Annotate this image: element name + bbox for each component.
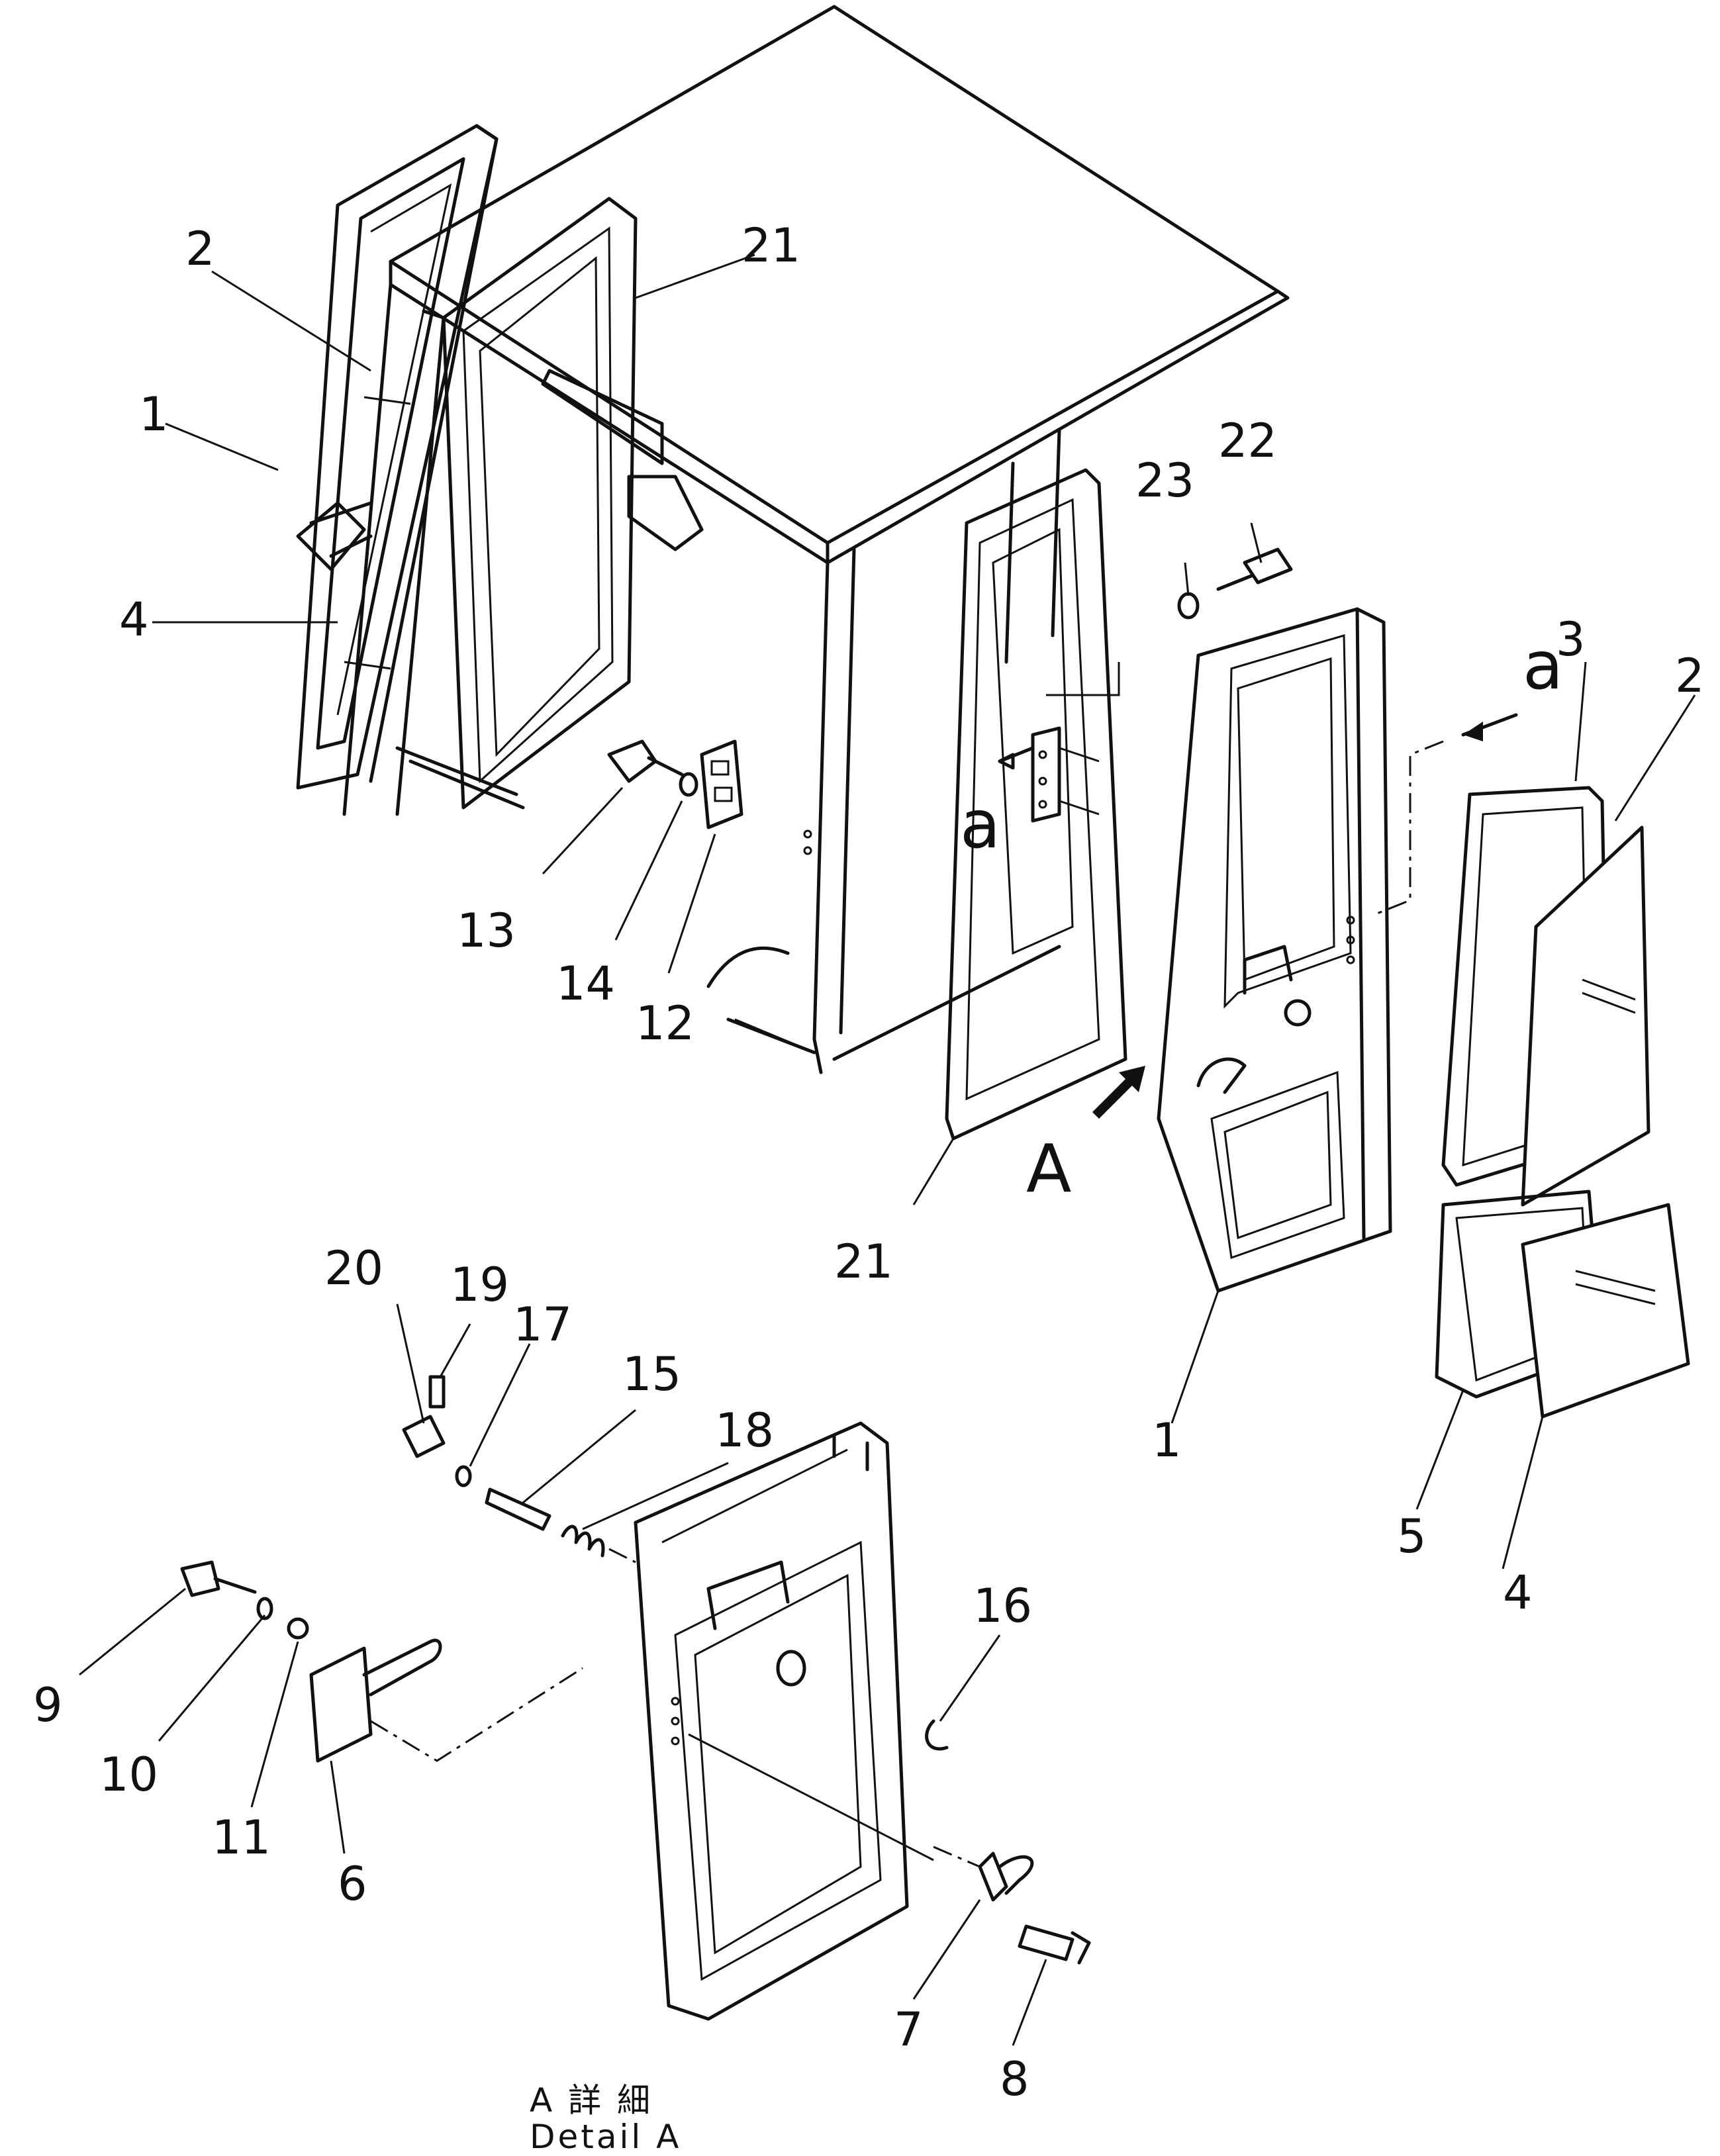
label-20: 20 [324,1241,383,1295]
label-A: A [1026,1130,1071,1207]
detail-a-door [634,1421,909,2021]
label-8: 8 [1000,2052,1029,2106]
hinge [998,662,1120,823]
label-14: 14 [556,957,615,1011]
label-13: 13 [457,904,516,958]
washer-23 [1177,592,1200,620]
label-1-left: 1 [139,387,169,442]
label-23: 23 [1135,453,1194,508]
leader-lines [79,254,1696,2046]
label-19: 19 [450,1258,509,1312]
label-18: 18 [715,1403,774,1458]
label-17: 17 [513,1297,572,1352]
glass-seals [1435,786,1690,1419]
bolt-13 [607,739,684,783]
label-12: 12 [636,996,694,1051]
detail-a-lock-6 [309,1638,583,1763]
bracket-12 [700,739,743,829]
left-door-assembly [296,124,499,790]
label-4-right: 4 [1503,1566,1533,1620]
label-5: 5 [1397,1509,1427,1564]
label-16: 16 [973,1579,1032,1633]
view-arrow-a [1092,1066,1145,1119]
label-10: 10 [99,1748,158,1802]
label-22: 22 [1218,414,1277,468]
label-6: 6 [338,1857,367,1911]
label-11: 11 [212,1810,271,1865]
label-a-center: a [960,786,1000,863]
label-7: 7 [894,2002,924,2057]
caption-detail-a: Detail A [530,2118,681,2156]
label-4-left: 4 [119,592,149,647]
label-2-top: 2 [185,222,215,276]
label-21-top: 21 [741,218,800,273]
washer-14 [679,772,698,797]
caption-japanese: A 詳 細 [530,2081,653,2120]
label-a-right: a [1523,627,1563,704]
label-2-right: 2 [1675,649,1705,703]
label-15: 15 [622,1347,681,1401]
detail-a-parts [180,1375,1091,1965]
label-21-bottom: 21 [834,1235,893,1289]
bolt-22 [1216,547,1293,591]
label-1-right: 1 [1152,1413,1182,1468]
door-seal [945,468,1127,1141]
cab-body [342,5,1290,1074]
label-9: 9 [33,1678,63,1732]
right-door [1157,607,1392,1293]
label-3: 3 [1556,612,1586,667]
